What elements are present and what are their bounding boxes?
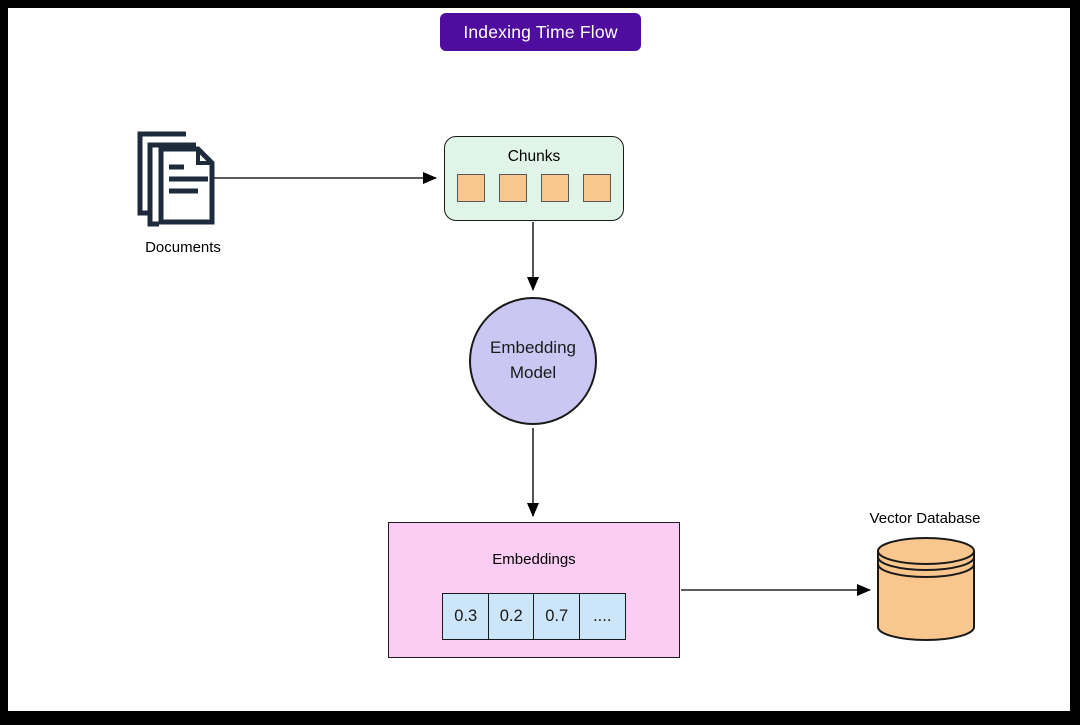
embedding-value-cell: 0.7 bbox=[533, 593, 581, 640]
embedding-value-cell: 0.3 bbox=[442, 593, 490, 640]
database-cylinder-icon bbox=[877, 537, 975, 641]
diagram-title-label: Indexing Time Flow bbox=[463, 21, 618, 42]
documents-node-label: Documents bbox=[145, 239, 221, 256]
chunk-square bbox=[499, 174, 527, 202]
embedding-values-row: 0.3 0.2 0.7 .... bbox=[442, 593, 626, 640]
embedding-value-cell: 0.2 bbox=[487, 593, 535, 640]
chunk-row bbox=[457, 174, 611, 202]
chunks-node-label: Chunks bbox=[507, 148, 561, 165]
vector-database-label: Vector Database bbox=[869, 510, 981, 527]
diagram-title: Indexing Time Flow bbox=[440, 13, 641, 51]
embeddings-node-label: Embeddings bbox=[492, 551, 576, 568]
chunk-square bbox=[583, 174, 611, 202]
embedding-value-cell: .... bbox=[578, 593, 626, 640]
chunks-node: Chunks bbox=[444, 136, 624, 221]
embedding-model-node: Embedding Model bbox=[469, 297, 597, 425]
chunk-square bbox=[457, 174, 485, 202]
chunk-square bbox=[541, 174, 569, 202]
documents-icon bbox=[137, 131, 215, 227]
embedding-model-label: Embedding Model bbox=[489, 338, 576, 382]
embeddings-node: Embeddings 0.3 0.2 0.7 .... bbox=[388, 522, 680, 658]
